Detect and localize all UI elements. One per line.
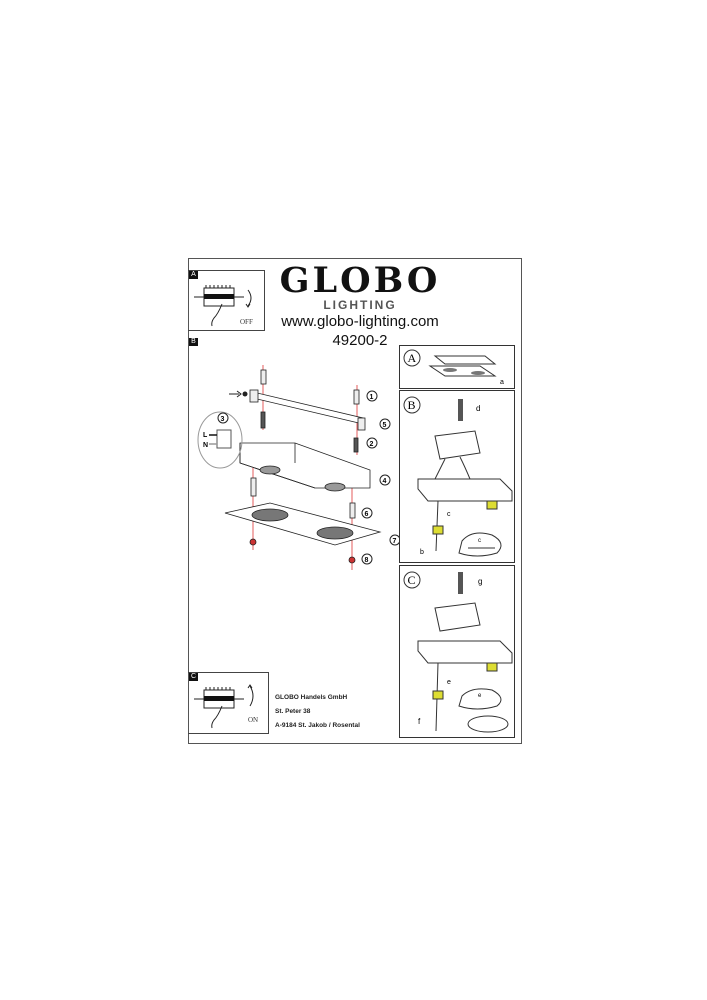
wire-live-label: L bbox=[203, 432, 208, 439]
step-a-tag: A bbox=[189, 271, 198, 279]
callout-5: 5 bbox=[383, 422, 387, 429]
company-street: St. Peter 38 bbox=[275, 708, 311, 715]
panel-b-label: B bbox=[408, 398, 416, 412]
step-c-switch-on-box bbox=[188, 672, 269, 734]
part-c: c bbox=[447, 511, 451, 518]
grille-icon bbox=[316, 526, 354, 540]
light-opening bbox=[259, 465, 281, 475]
spacer-rod bbox=[250, 477, 257, 497]
callout-1: 1 bbox=[370, 394, 374, 401]
screwdriver-icon bbox=[458, 399, 463, 421]
on-label: ON bbox=[248, 716, 258, 724]
detail-panel-c: C g e f e bbox=[399, 565, 515, 738]
grille-icon bbox=[251, 508, 289, 522]
callout-7: 7 bbox=[393, 538, 397, 545]
breaker-on-illustration: ON bbox=[194, 684, 258, 729]
nut-icon bbox=[348, 556, 356, 564]
detail-a-illustration: A a bbox=[403, 349, 504, 386]
company-name: GLOBO Handels GmbH bbox=[275, 694, 348, 701]
off-label: OFF bbox=[240, 318, 253, 326]
step-b-tag: B bbox=[189, 338, 198, 346]
connector-icon bbox=[486, 662, 498, 672]
terminal-block-icon bbox=[216, 429, 232, 449]
part-g: g bbox=[478, 577, 482, 586]
bracket-tab bbox=[357, 417, 366, 431]
connector-detail-inset bbox=[458, 688, 502, 710]
part-f: f bbox=[418, 717, 421, 726]
part-d: d bbox=[476, 404, 480, 413]
wall-plug-icon bbox=[260, 369, 267, 385]
wall-plug-icon bbox=[353, 389, 360, 405]
brand-subtitle: LIGHTING bbox=[323, 298, 397, 312]
part-b: b bbox=[420, 549, 424, 556]
detail-c-illustration: C g e f e bbox=[403, 571, 513, 733]
detail-panel-b: B d c b c bbox=[399, 390, 515, 563]
connector-detail-inset bbox=[467, 715, 509, 733]
part-e: e bbox=[447, 679, 451, 686]
mounting-bracket bbox=[252, 391, 364, 425]
connector-icon bbox=[486, 500, 498, 510]
driver-box bbox=[434, 602, 481, 632]
light-opening bbox=[324, 482, 346, 492]
part-e-inset: e bbox=[478, 693, 482, 699]
housing bbox=[417, 478, 513, 502]
step-a-switch-off-box bbox=[188, 270, 265, 331]
screwdriver-icon bbox=[458, 572, 463, 594]
breaker-off-illustration: OFF bbox=[194, 285, 253, 327]
drill-icon bbox=[229, 390, 248, 398]
detail-b-illustration: B d c b c bbox=[403, 396, 513, 557]
part-a: a bbox=[500, 379, 504, 386]
connector-icon bbox=[432, 525, 444, 535]
model-number: 49200-2 bbox=[332, 332, 388, 349]
page-frame bbox=[188, 258, 522, 744]
callout-4: 4 bbox=[383, 478, 387, 485]
detail-panel-a: A a bbox=[399, 345, 515, 389]
screw-icon bbox=[260, 411, 266, 429]
wiring-inset bbox=[197, 411, 243, 469]
callout-2: 2 bbox=[370, 441, 374, 448]
company-city: A-9184 St. Jakob / Rosental bbox=[275, 722, 360, 729]
housing bbox=[417, 640, 513, 664]
diffuser-panel bbox=[224, 502, 382, 546]
part-c-inset: c bbox=[478, 538, 481, 544]
spacer-rod bbox=[349, 502, 356, 519]
bracket-tab bbox=[249, 389, 259, 403]
wire-neutral-label: N bbox=[203, 442, 208, 449]
panel-a-label: A bbox=[408, 351, 417, 365]
connector-icon bbox=[432, 690, 444, 700]
driver-box bbox=[434, 430, 481, 460]
callout-6: 6 bbox=[365, 511, 369, 518]
website-link[interactable]: www.globo-lighting.com bbox=[281, 313, 439, 330]
panel-c-label: C bbox=[408, 573, 416, 587]
step-c-tag: C bbox=[189, 673, 198, 681]
lamp-housing bbox=[239, 442, 371, 489]
nut-icon bbox=[249, 538, 257, 546]
exploded-assembly-diagram: 3 L N 1 2 4 5 6 7 8 bbox=[197, 365, 400, 570]
callout-3: 3 bbox=[221, 416, 225, 423]
connector-detail-inset bbox=[458, 532, 502, 557]
screw-icon bbox=[353, 437, 359, 453]
brand-logo: GLOBO bbox=[279, 260, 441, 301]
callout-8: 8 bbox=[365, 557, 369, 564]
